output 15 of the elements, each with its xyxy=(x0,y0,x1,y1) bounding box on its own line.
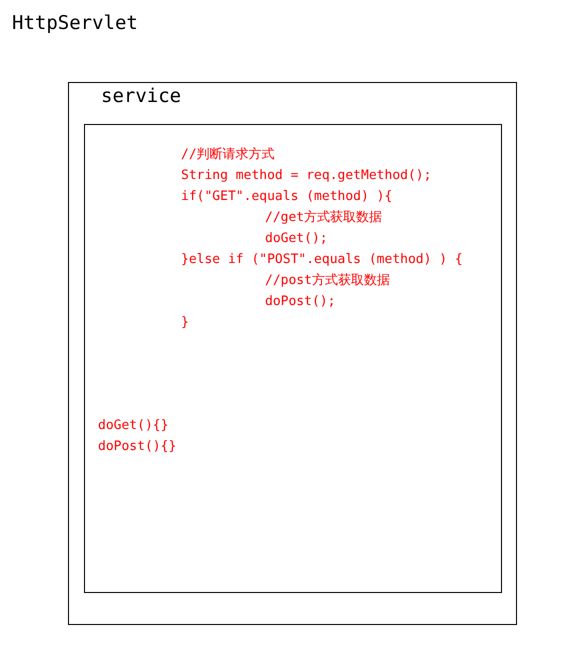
code-line: doPost(){} xyxy=(98,438,176,456)
code-line: }else if ("POST".equals (method) ) { xyxy=(181,251,463,269)
code-comment: //post方式获取数据 xyxy=(265,272,390,290)
code-line: doPost(); xyxy=(265,293,336,311)
code-line: doGet(); xyxy=(265,230,328,248)
title: HttpServlet xyxy=(12,12,138,34)
code-comment: //判断请求方式 xyxy=(181,146,275,164)
code-line: String method = req.getMethod(); xyxy=(181,167,432,185)
code-line: if("GET".equals (method) ){ xyxy=(181,188,392,206)
code-line: doGet(){} xyxy=(98,417,168,435)
code-box xyxy=(84,124,502,593)
code-line: } xyxy=(181,314,189,332)
outer-box xyxy=(68,82,517,625)
box-heading: service xyxy=(101,85,182,107)
code-comment: //get方式获取数据 xyxy=(265,209,382,227)
